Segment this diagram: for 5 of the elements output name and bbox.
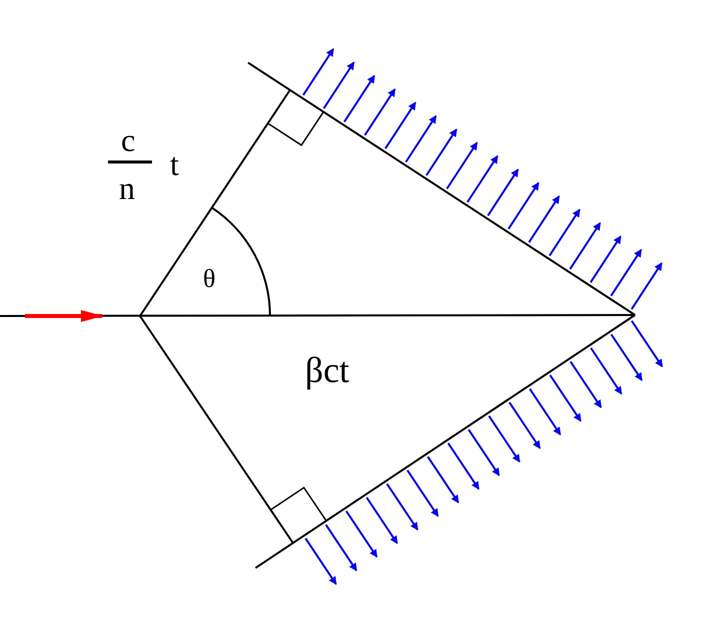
angle-symbol: θ xyxy=(203,266,216,292)
distance-label: βct xyxy=(305,352,350,388)
denominator-symbol: n xyxy=(119,172,135,204)
numerator-symbol: c xyxy=(121,124,136,156)
variable-symbol: t xyxy=(170,148,179,180)
